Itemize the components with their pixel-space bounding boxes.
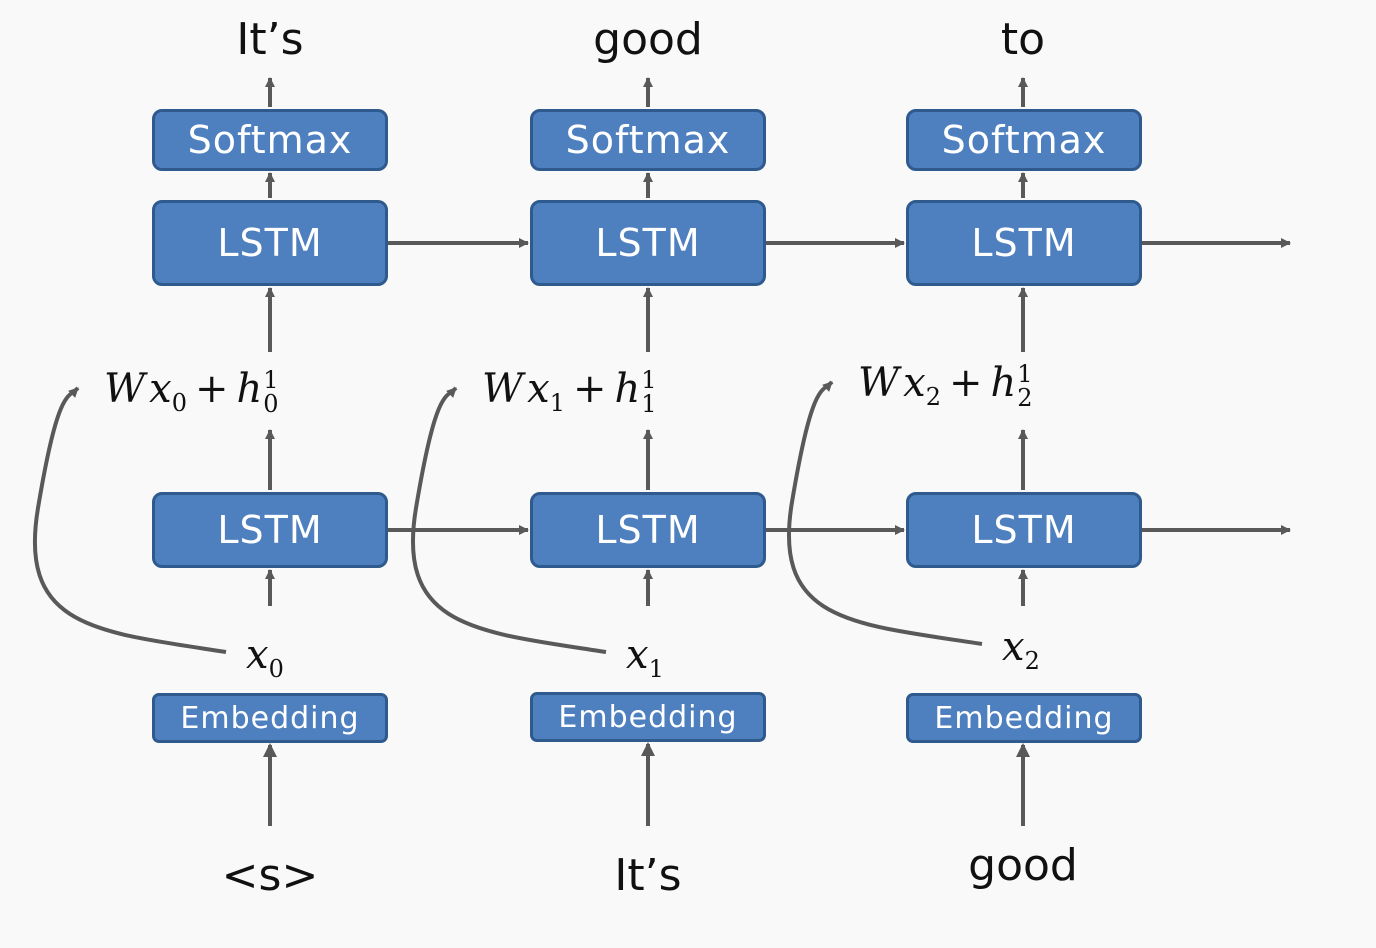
h-variable: h: [990, 360, 1017, 406]
input-word: good: [968, 840, 1078, 891]
softmax-box: Softmax: [906, 109, 1142, 171]
h-subscript: 0: [263, 390, 279, 418]
x-variable: x: [527, 366, 550, 412]
softmax-box: Softmax: [530, 109, 766, 171]
embedding-box: Embedding: [906, 693, 1142, 743]
output-word: It’s: [236, 14, 304, 65]
h-subscript: 2: [1017, 384, 1033, 412]
embedding-box: Embedding: [530, 692, 766, 742]
h-superscript: 1: [641, 366, 657, 394]
x-variable: x: [626, 632, 649, 678]
upper-lstm-box: LSTM: [152, 200, 388, 286]
embedding-vector-label: x0: [246, 632, 284, 683]
lower-lstm-box: LSTM: [906, 492, 1142, 568]
h-superscript: 1: [263, 366, 279, 394]
plus-sign: +: [948, 360, 983, 406]
x-index: 2: [1024, 647, 1040, 675]
x-variable: x: [149, 366, 172, 412]
plus-sign: +: [194, 366, 229, 412]
embedding-vector-label: x2: [1002, 624, 1040, 675]
h-variable: h: [236, 366, 263, 412]
lower-lstm-box: LSTM: [152, 492, 388, 568]
x-index: 2: [925, 383, 941, 411]
w-variable: W: [482, 366, 524, 412]
lower-lstm-box: LSTM: [530, 492, 766, 568]
upper-lstm-box: LSTM: [906, 200, 1142, 286]
x-variable: x: [246, 632, 269, 678]
embedding-vector-label: x1: [626, 632, 664, 683]
output-word: to: [1000, 14, 1046, 65]
x-variable: x: [1002, 624, 1025, 670]
w-variable: W: [104, 366, 146, 412]
output-word: good: [593, 14, 703, 65]
h-subscript: 1: [641, 390, 657, 418]
embedding-box: Embedding: [152, 693, 388, 743]
x-index: 1: [648, 655, 664, 683]
x-index: 1: [549, 389, 565, 417]
input-word: It’s: [614, 850, 682, 901]
upper-lstm-box: LSTM: [530, 200, 766, 286]
x-index: 0: [171, 389, 187, 417]
w-variable: W: [858, 360, 900, 406]
softmax-box: Softmax: [152, 109, 388, 171]
input-word: <s>: [221, 850, 319, 901]
h-variable: h: [614, 366, 641, 412]
h-superscript: 1: [1017, 360, 1033, 388]
plus-sign: +: [572, 366, 607, 412]
x-index: 0: [268, 655, 284, 683]
x-variable: x: [903, 360, 926, 406]
